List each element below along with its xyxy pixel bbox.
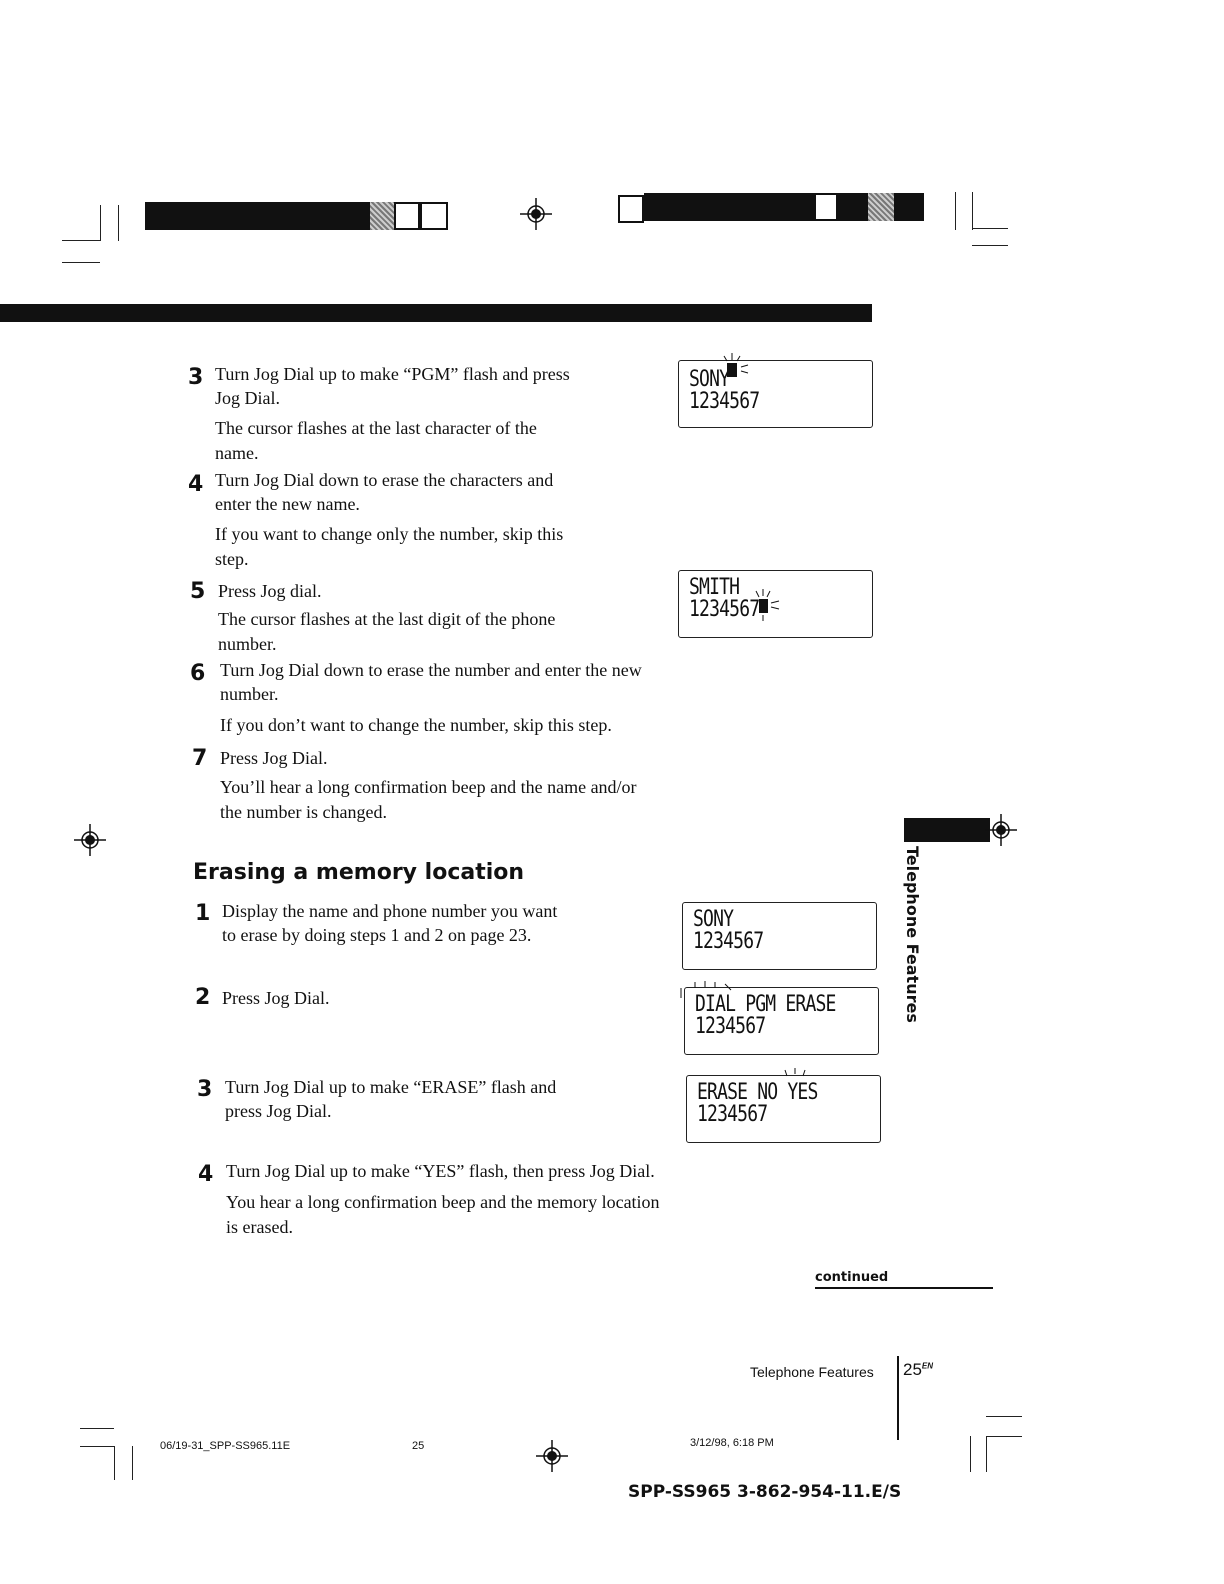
step-text: Turn Jog Dial up to make “ERASE” flash a… (225, 1077, 557, 1121)
lcd-line-1: SMITH (689, 575, 740, 600)
lcd-display-sony: SONY 1234567 (682, 902, 877, 970)
step-text: Press Jog Dial. (220, 748, 328, 768)
step-note: If you want to change only the number, s… (215, 524, 564, 569)
step-number: 3 (197, 1077, 213, 1102)
lcd-display-pgm: SONY 1234567 (678, 353, 873, 428)
flash-indicator-icon (680, 981, 732, 998)
continued-rule (815, 1287, 993, 1289)
step-number: 3 (188, 365, 204, 390)
registration-mark-right (985, 814, 1017, 846)
lcd-line-1: SONY (689, 367, 730, 392)
step-number: 7 (192, 746, 208, 771)
side-tab-marker (904, 818, 990, 842)
lcd-line-2: 1234567 (689, 389, 760, 414)
flash-indicator-icon (755, 589, 780, 621)
footer-timestamp: 3/12/98, 6:18 PM (690, 1437, 774, 1449)
page-number: 25EN (903, 1360, 934, 1379)
footer-filename: 06/19-31_SPP-SS965.11E (160, 1440, 291, 1452)
lcd-display-erase-no-yes: ERASE NO YES 1234567 (686, 1068, 881, 1143)
step-text: Turn Jog Dial up to make “PGM” flash and… (215, 364, 570, 408)
step-note: If you don’t want to change the number, … (220, 715, 612, 735)
step-number: 6 (190, 661, 206, 686)
registration-mark-left (74, 824, 106, 856)
footer-section-title: Telephone Features (750, 1364, 874, 1380)
header-rule (0, 304, 872, 322)
step-number: 5 (190, 579, 206, 604)
page-divider (897, 1356, 899, 1440)
step-number: 1 (195, 901, 211, 926)
side-tab-label: Telephone Features (903, 846, 922, 1023)
lcd-line-1: ERASE NO YES (697, 1080, 818, 1105)
step-number: 2 (195, 985, 211, 1010)
flash-indicator-icon (723, 353, 749, 377)
step-number: 4 (198, 1162, 214, 1187)
step-text: Turn Jog Dial up to make “YES” flash, th… (226, 1161, 655, 1181)
lcd-line-2: 1234567 (689, 597, 760, 622)
lcd-line-2: 1234567 (697, 1102, 768, 1127)
lcd-line-1: DIAL PGM ERASE (695, 992, 836, 1017)
step-text: Turn Jog Dial down to erase the number a… (220, 660, 642, 704)
lcd-display-smith: SMITH 1234567 (678, 570, 873, 638)
step-note: You hear a long confirmation beep and th… (226, 1192, 660, 1237)
footer-file-page: 25 (412, 1440, 425, 1452)
lcd-line-2: 1234567 (693, 929, 764, 954)
lcd-display-dial-pgm-erase: DIAL PGM ERASE 1234567 (680, 981, 879, 1055)
step-text: Press Jog Dial. (222, 988, 330, 1008)
step-text: Turn Jog Dial down to erase the characte… (215, 470, 554, 514)
lcd-line-2: 1234567 (695, 1014, 766, 1039)
step-number: 4 (188, 472, 204, 497)
section-heading: Erasing a memory location (193, 860, 525, 885)
registration-mark-top (520, 198, 552, 230)
step-note: The cursor flashes at the last digit of … (218, 609, 556, 654)
lcd-line-1: SONY (693, 907, 734, 932)
continued-label: continued (815, 1270, 889, 1285)
footer-model-code: SPP-SS965 3-862-954-11.E/S (628, 1482, 902, 1502)
step-note: The cursor flashes at the last character… (215, 418, 537, 463)
step-text: Press Jog dial. (218, 581, 322, 601)
step-text: Display the name and phone number you wa… (222, 901, 558, 945)
flash-indicator-icon (784, 1068, 806, 1077)
registration-mark-bottom (536, 1440, 568, 1472)
step-note: You’ll hear a long confirmation beep and… (220, 777, 637, 822)
